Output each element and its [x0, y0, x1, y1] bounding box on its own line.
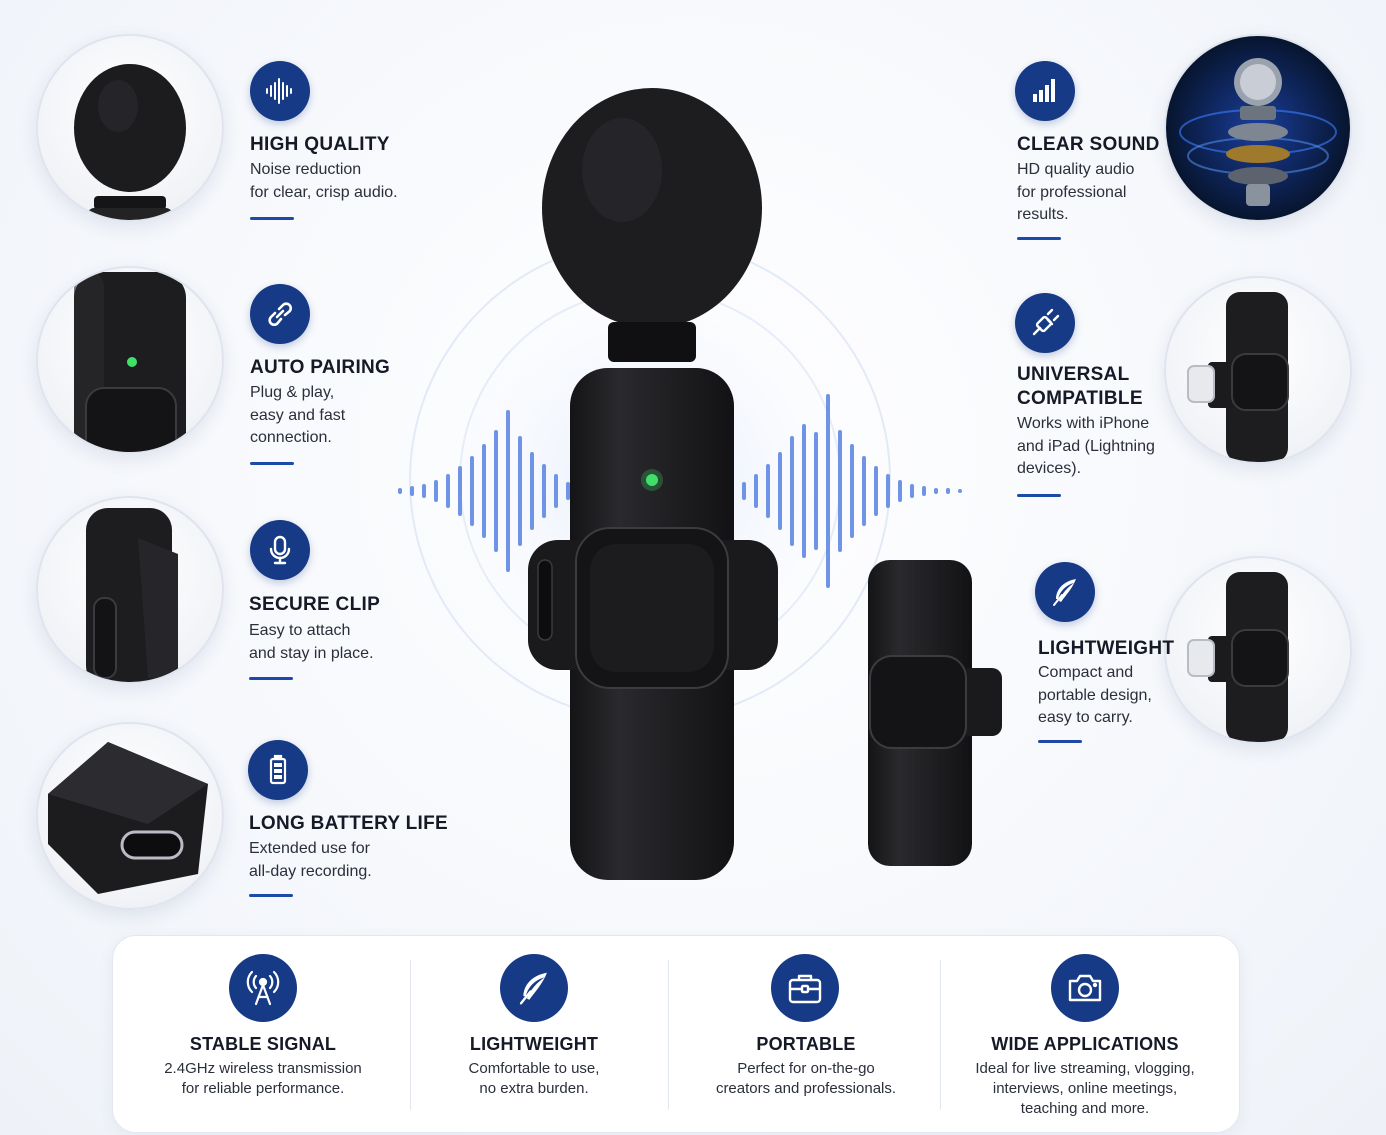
feature-title: LIGHTWEIGHT: [1038, 638, 1175, 659]
feature-underline: [250, 217, 294, 220]
thumb-exploded-driver: [1164, 34, 1352, 222]
antenna-icon: [229, 954, 297, 1022]
bottom-feature-title: PORTABLE: [756, 1034, 856, 1054]
feather-icon: [1035, 562, 1095, 622]
bottom-feature-desc: Ideal for live streaming, vlogging, inte…: [975, 1060, 1195, 1117]
thumb-lightning-plug-2: [1164, 556, 1352, 744]
thumb-clip: [36, 496, 224, 684]
battery-icon: [248, 740, 308, 800]
feature-underline: [249, 894, 293, 897]
bottom-features-panel: [112, 935, 1240, 1133]
panel-divider: [668, 960, 669, 1110]
microphone-icon: [250, 520, 310, 580]
feature-title: UNIVERSAL COMPATIBLE: [1017, 364, 1143, 409]
bottom-feature-title: LIGHTWEIGHT: [469, 1034, 599, 1054]
feature-title: LONG BATTERY LIFE: [249, 813, 448, 834]
camera-icon: [1051, 954, 1119, 1022]
feather-icon: [500, 954, 568, 1022]
link-icon: [250, 284, 310, 344]
led-indicator: [646, 474, 658, 486]
sound-wave-icon: [250, 61, 310, 121]
feature-underline: [1038, 740, 1082, 743]
feature-desc: Works with iPhone and iPad (Lightning de…: [1017, 415, 1155, 477]
panel-divider: [410, 960, 411, 1110]
feature-underline: [250, 462, 294, 465]
feature-desc: Easy to attach and stay in place.: [249, 622, 374, 662]
signal-bars-icon: [1015, 61, 1075, 121]
feature-desc: Plug & play, easy and fast connection.: [250, 384, 346, 446]
thumb-led-receiver: [36, 266, 224, 454]
bottom-feature-desc: 2.4GHz wireless transmission for reliabl…: [164, 1060, 362, 1097]
sound-wave-right: [742, 394, 962, 588]
hero-product: [398, 88, 1002, 880]
feature-title: HIGH QUALITY: [250, 134, 390, 155]
thumb-usb-c: [36, 722, 224, 910]
sound-wave-left: [398, 410, 570, 572]
thumb-windscreen: [36, 34, 224, 222]
feature-title: AUTO PAIRING: [250, 357, 391, 378]
bottom-feature-title: STABLE SIGNAL: [189, 1034, 337, 1054]
feature-underline: [1017, 237, 1061, 240]
feature-underline: [1017, 494, 1061, 497]
feature-desc: Compact and portable design, easy to car…: [1038, 664, 1152, 726]
feature-desc: Noise reduction for clear, crisp audio.: [250, 161, 398, 201]
feature-desc: Extended use for all-day recording.: [249, 840, 372, 880]
feature-title: SECURE CLIP: [249, 594, 381, 615]
feature-title: CLEAR SOUND: [1017, 134, 1160, 155]
feature-desc: HD quality audio for professional result…: [1017, 161, 1135, 223]
bottom-feature-desc: Comfortable to use, no extra burden.: [468, 1060, 600, 1097]
mic-windscreen: [542, 88, 762, 328]
plug-icon: [1015, 293, 1075, 353]
bottom-feature-desc: Perfect for on-the-go creators and profe…: [715, 1060, 897, 1097]
thumb-lightning-plug-1: [1164, 276, 1352, 464]
feature-underline: [249, 677, 293, 680]
panel-divider: [940, 960, 941, 1110]
briefcase-icon: [771, 954, 839, 1022]
bottom-feature-title: WIDE APPLICATIONS: [991, 1034, 1179, 1054]
